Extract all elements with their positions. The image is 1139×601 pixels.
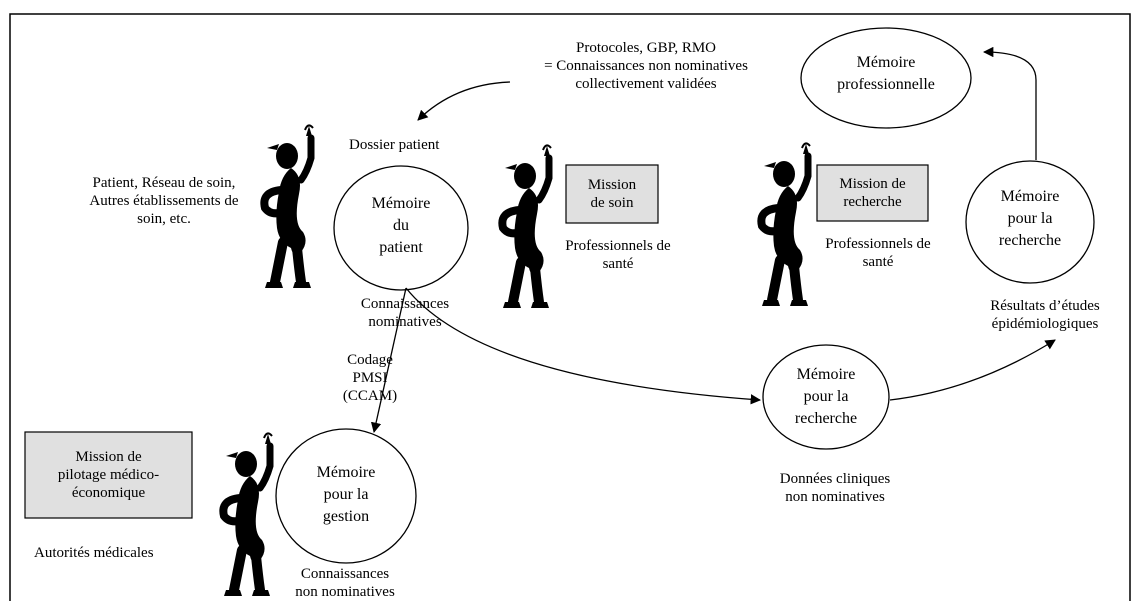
professional-memory-label: Mémoire professionnelle xyxy=(801,52,971,96)
protocols-to-dossier-arrow xyxy=(417,81,511,121)
research-professional-figure-icon xyxy=(761,143,810,306)
research-mission-line-2: recherche xyxy=(843,194,902,210)
patient-memory-line-3: patient xyxy=(379,239,423,256)
management-memory-oval xyxy=(275,428,417,564)
research-mission-box xyxy=(816,164,929,222)
medical-authorities-label: Autorités médicales xyxy=(34,545,154,561)
professional-memory-oval xyxy=(800,27,972,129)
patient-memory-line-2: du xyxy=(393,217,409,234)
research-to-results-arrow xyxy=(889,339,1056,401)
protocols-line-1: Protocoles, GBP, RMO xyxy=(575,40,717,56)
patient-memory-oval xyxy=(333,165,469,291)
management-memory-label: Mémoire pour la gestion xyxy=(276,462,416,528)
research-memory-top-line-1: Mémoire xyxy=(1000,188,1060,205)
research-memory-middle-line-3: recherche xyxy=(794,410,858,427)
study-results-line-1: Résultats d’études xyxy=(990,298,1100,314)
professional-memory-line-2: professionnelle xyxy=(837,76,935,93)
piloting-mission-label: Mission de pilotage médico- économique xyxy=(25,432,192,518)
patient-to-management-arrow xyxy=(370,287,407,434)
coding-line-1: Codage xyxy=(347,352,393,368)
nominative-knowledge-line-2: nominatives xyxy=(368,314,442,330)
research-memory-middle-label: Mémoire pour la recherche xyxy=(763,364,889,430)
piloting-mission-box xyxy=(24,431,193,519)
nominative-knowledge-line-1: Connaissances xyxy=(360,296,450,312)
care-mission-box xyxy=(565,164,659,224)
research-memory-middle-line-1: Mémoire xyxy=(796,366,856,383)
management-memory-line-2: pour la xyxy=(323,486,369,503)
research-professionals-line-2: santé xyxy=(862,254,894,270)
research-professionals-label: Professionnels de santé xyxy=(808,235,948,271)
study-results-label: Résultats d’études épidémiologiques xyxy=(965,297,1125,333)
research-memory-top-label: Mémoire pour la recherche xyxy=(966,186,1094,252)
research-memory-top-line-3: recherche xyxy=(998,232,1062,249)
patient-memory-line-1: Mémoire xyxy=(371,195,431,212)
care-mission-line-1: Mission xyxy=(587,177,637,193)
research-to-professional-arrow xyxy=(982,46,1037,160)
care-mission-label: Mission de soin xyxy=(566,165,658,223)
protocols-label: Protocoles, GBP, RMO = Connaissances non… xyxy=(510,39,782,93)
non-nominative-knowledge-line-1: Connaissances xyxy=(300,566,390,582)
nominative-knowledge-label: Connaissances nominatives xyxy=(345,295,465,331)
coding-line-3: (CCAM) xyxy=(342,388,398,404)
patient-network-line-2: Autres établissements de xyxy=(89,193,239,209)
patient-to-research-arrow xyxy=(405,287,762,405)
piloting-mission-line-1: Mission de xyxy=(75,449,142,465)
clinical-data-label: Données cliniques non nominatives xyxy=(755,470,915,506)
research-mission-label: Mission de recherche xyxy=(817,165,928,221)
dossier-patient-label: Dossier patient xyxy=(349,137,440,153)
management-memory-line-1: Mémoire xyxy=(316,464,376,481)
care-professional-figure-icon xyxy=(502,145,551,308)
coding-label: Codage PMSI (CCAM) xyxy=(325,351,415,405)
management-memory-line-3: gestion xyxy=(322,508,370,525)
clinical-data-line-2: non nominatives xyxy=(785,489,885,505)
care-professionals-line-1: Professionnels de xyxy=(565,238,671,254)
care-professionals-line-2: santé xyxy=(602,256,634,272)
patient-figure-icon xyxy=(264,125,313,288)
patient-network-line-3: soin, etc. xyxy=(137,211,191,227)
non-nominative-knowledge-label: Connaissances non nominatives xyxy=(270,565,420,601)
study-results-line-2: épidémiologiques xyxy=(991,316,1099,332)
patient-network-label: Patient, Réseau de soin, Autres établiss… xyxy=(58,174,270,228)
research-memory-top-line-2: pour la xyxy=(1007,210,1053,227)
research-memory-middle-line-2: pour la xyxy=(803,388,849,405)
care-professionals-label: Professionnels de santé xyxy=(548,237,688,273)
patient-memory-label: Mémoire du patient xyxy=(334,193,468,259)
piloting-mission-line-2: pilotage médico- xyxy=(57,467,160,483)
coding-line-2: PMSI xyxy=(352,370,388,386)
care-mission-line-2: de soin xyxy=(590,195,634,211)
protocols-line-3: collectivement validées xyxy=(575,76,717,92)
research-professionals-line-1: Professionnels de xyxy=(825,236,931,252)
piloting-mission-line-3: économique xyxy=(71,485,146,501)
professional-memory-line-1: Mémoire xyxy=(856,54,916,71)
non-nominative-knowledge-line-2: non nominatives xyxy=(295,584,395,600)
authority-figure-icon xyxy=(223,433,272,596)
protocols-line-2: = Connaissances non nominatives xyxy=(544,58,748,74)
clinical-data-line-1: Données cliniques xyxy=(779,471,891,487)
research-mission-line-1: Mission de xyxy=(839,176,906,192)
diagram-border xyxy=(9,13,1131,601)
research-memory-middle-oval xyxy=(762,344,890,450)
patient-network-line-1: Patient, Réseau de soin, xyxy=(92,175,236,191)
research-memory-top-oval xyxy=(965,160,1095,284)
